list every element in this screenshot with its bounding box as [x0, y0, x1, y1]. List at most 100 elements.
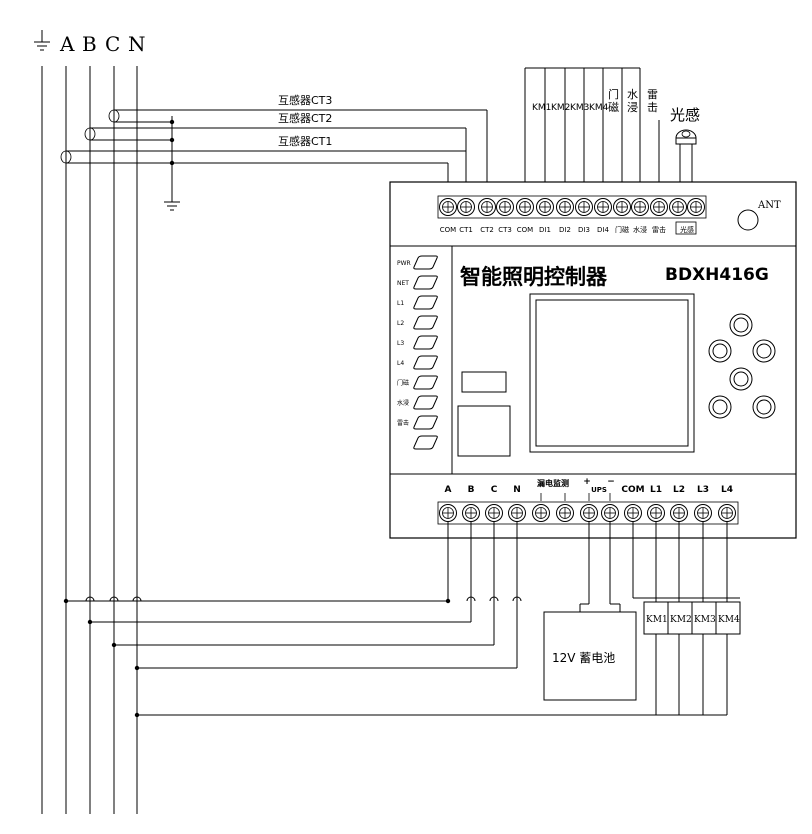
signal-km3: KM3: [570, 103, 589, 113]
phase-label-b: B: [82, 32, 97, 56]
contactor-km2: KM2: [670, 615, 692, 625]
led-indicator: 雷击: [397, 415, 438, 430]
bottom-terminal-block: [437, 501, 739, 525]
top-terminal-label: DI4: [597, 226, 609, 234]
ground-symbol-top: [34, 30, 50, 51]
led-label: 雷击: [397, 419, 409, 427]
signal-km2: KM2: [551, 103, 570, 113]
port-window: [457, 405, 511, 457]
phase-label-n: N: [128, 32, 146, 56]
bottom-terminal-screw: [624, 504, 642, 522]
led-indicator: 水浸: [397, 395, 438, 410]
top-terminal-screw: [575, 198, 593, 216]
top-terminal-screw: [687, 198, 705, 216]
bottom-wiring: [63, 522, 740, 718]
top-terminal-label: 光感: [680, 225, 694, 234]
bottom-terminal-screw: [532, 504, 550, 522]
top-terminal-screw: [516, 198, 534, 216]
bottom-terminal-label: +: [583, 477, 591, 487]
key-right-button[interactable]: [752, 339, 776, 363]
top-terminal-label: COM: [517, 226, 533, 234]
antenna-icon: [737, 209, 759, 231]
led-label: L1: [397, 300, 404, 307]
bottom-terminal-screw: [439, 504, 457, 522]
led-indicator: L1: [397, 295, 438, 310]
bottom-terminal-label: C: [491, 485, 498, 495]
top-signal-wires: [524, 67, 660, 196]
signal-km1: KM1: [532, 103, 551, 113]
bottom-terminal-screw: [485, 504, 503, 522]
top-terminal-label: COM: [440, 226, 456, 234]
key-bottom-left-button[interactable]: [708, 395, 732, 419]
top-terminal-screw: [669, 198, 687, 216]
top-terminal-label: CT3: [498, 226, 512, 234]
light-sensor: 光感: [670, 106, 700, 196]
antenna-label: ANT: [757, 200, 781, 211]
lcd-screen-outer: [529, 293, 695, 453]
bottom-terminal-label: A: [445, 485, 452, 495]
led-indicator: L3: [397, 335, 438, 350]
bus-lines: [41, 66, 138, 814]
battery-label: 12V 蓄电池: [552, 651, 615, 665]
bottom-terminal-screw: [462, 504, 480, 522]
bottom-terminal-screw: [556, 504, 574, 522]
bottom-terminal-screw: [601, 504, 619, 522]
led-label: NET: [397, 280, 409, 287]
bottom-terminal-label: L2: [673, 485, 685, 495]
bottom-terminal-screw: [508, 504, 526, 522]
bottom-terminal-label: L1: [650, 485, 662, 495]
key-top-button[interactable]: [729, 313, 753, 337]
led-indicator: PWR: [397, 255, 438, 270]
signal-vertical-labels: 门 磁 水 浸 雷 击: [608, 87, 658, 114]
bottom-terminal-label: 漏电监测: [537, 478, 569, 488]
led-label: PWR: [397, 260, 411, 267]
key-bottom-right-button[interactable]: [752, 395, 776, 419]
contactors: KM1 KM2 KM3 KM4: [643, 601, 741, 635]
phase-label-c: C: [105, 32, 120, 56]
led-label: L4: [397, 360, 404, 367]
key-left-button[interactable]: [708, 339, 732, 363]
bottom-terminal-screw: [580, 504, 598, 522]
top-terminal-screw: [556, 198, 574, 216]
key-center-button[interactable]: [729, 367, 753, 391]
contactor-km3: KM3: [694, 615, 716, 625]
phase-label-a: A: [59, 32, 75, 56]
lcd-screen-inner: [535, 299, 689, 447]
bottom-terminal-screw: [670, 504, 688, 522]
top-terminal-block: [437, 195, 707, 219]
bottom-terminal-label: L3: [697, 485, 709, 495]
bottom-terminal-label: COM: [621, 485, 644, 495]
bottom-terminal-screw: [718, 504, 736, 522]
svg-text:水: 水: [627, 88, 638, 101]
top-terminal-label: DI2: [559, 226, 571, 234]
bottom-terminal-screw: [647, 504, 665, 522]
top-terminal-screw: [457, 198, 475, 216]
led-indicator: NET: [397, 275, 438, 290]
bottom-terminal-label: −: [607, 477, 615, 487]
led-label: L2: [397, 320, 404, 327]
top-terminal-screw: [478, 198, 496, 216]
top-terminal-label: 门磁: [615, 225, 629, 234]
led-label: 水浸: [397, 399, 409, 407]
bottom-terminal-screw: [694, 504, 712, 522]
ct1-label: 互感器CT1: [278, 135, 332, 148]
top-terminal-screw: [496, 198, 514, 216]
battery: 12V 蓄电池: [543, 611, 637, 701]
current-transformers: 互感器CT3 互感器CT2 互感器CT1: [60, 94, 488, 211]
top-terminal-label: 水浸: [633, 225, 647, 234]
top-terminal-label: DI3: [578, 226, 590, 234]
top-terminal-screw: [650, 198, 668, 216]
contactor-km4: KM4: [718, 615, 740, 625]
ct2-label: 互感器CT2: [278, 112, 332, 125]
contactor-km1: KM1: [646, 615, 668, 625]
light-sensor-label: 光感: [670, 106, 700, 124]
led-label: 门磁: [397, 379, 409, 387]
led-label: L3: [397, 340, 404, 347]
top-terminal-screw: [439, 198, 457, 216]
top-terminal-screw: [594, 198, 612, 216]
led-indicator: 门磁: [397, 375, 438, 390]
